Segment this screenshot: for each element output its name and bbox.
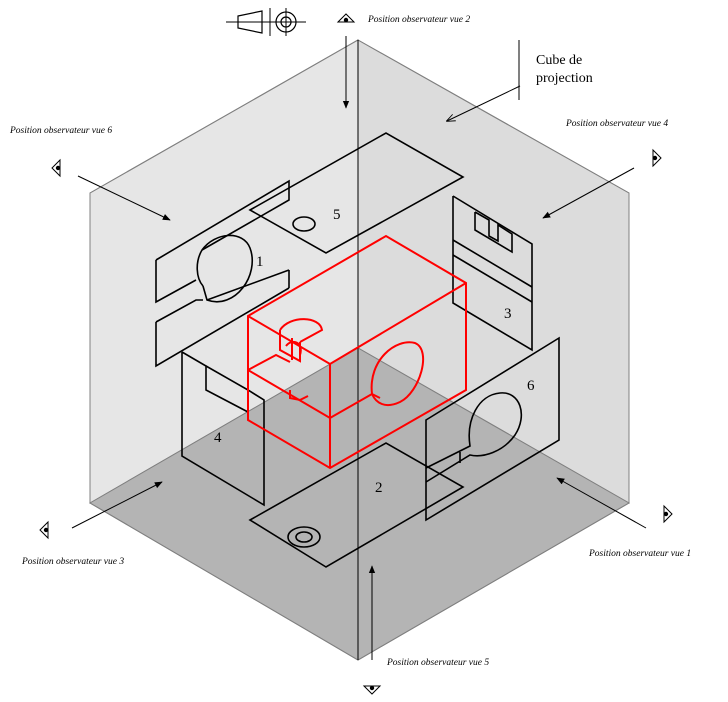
label-observer-vue5: Position observateur vue 5 xyxy=(386,658,489,668)
view-number-3: 3 xyxy=(504,306,512,322)
arrow-vue6 xyxy=(77,175,171,221)
cube-label-line2: projection xyxy=(536,71,593,86)
label-observer-vue4: Position observateur vue 4 xyxy=(565,119,668,129)
eye-icon-vue6 xyxy=(51,158,61,178)
observer-arrows xyxy=(71,36,647,660)
label-observer-vue2: Position observateur vue 2 xyxy=(367,15,470,25)
label-observer-vue6: Position observateur vue 6 xyxy=(9,126,112,136)
view-number-1: 1 xyxy=(256,254,264,270)
eye-icon-vue2 xyxy=(336,13,356,23)
eye-icon-vue4 xyxy=(652,148,662,168)
arrow-cube-label xyxy=(447,85,521,121)
arrow-vue1 xyxy=(556,477,647,529)
view-5-outline xyxy=(248,132,465,254)
arrow-vue4 xyxy=(542,167,635,219)
view-number-6: 6 xyxy=(527,378,535,394)
view-number-5: 5 xyxy=(333,207,341,223)
eye-icon-vue1 xyxy=(663,504,673,524)
cube-faces xyxy=(89,39,631,661)
projection-method-symbol-icon xyxy=(226,8,306,36)
arrow-vue3 xyxy=(71,481,163,529)
object-3d-red xyxy=(247,234,467,470)
label-observer-vue3: Position observateur vue 3 xyxy=(21,557,124,567)
label-observer-vue1: Position observateur vue 1 xyxy=(588,549,691,559)
view-1-outline xyxy=(155,179,290,368)
view-number-4: 4 xyxy=(214,430,222,446)
view-3-outline xyxy=(452,195,533,352)
view-number-2: 2 xyxy=(375,480,383,496)
view-6-outline xyxy=(425,336,560,522)
cube-label-line1: Cube de xyxy=(536,53,582,68)
eye-icon-vue5 xyxy=(362,685,382,695)
eye-icon-vue3 xyxy=(39,520,49,540)
view-2-outline xyxy=(248,442,465,568)
projected-views xyxy=(155,132,560,568)
